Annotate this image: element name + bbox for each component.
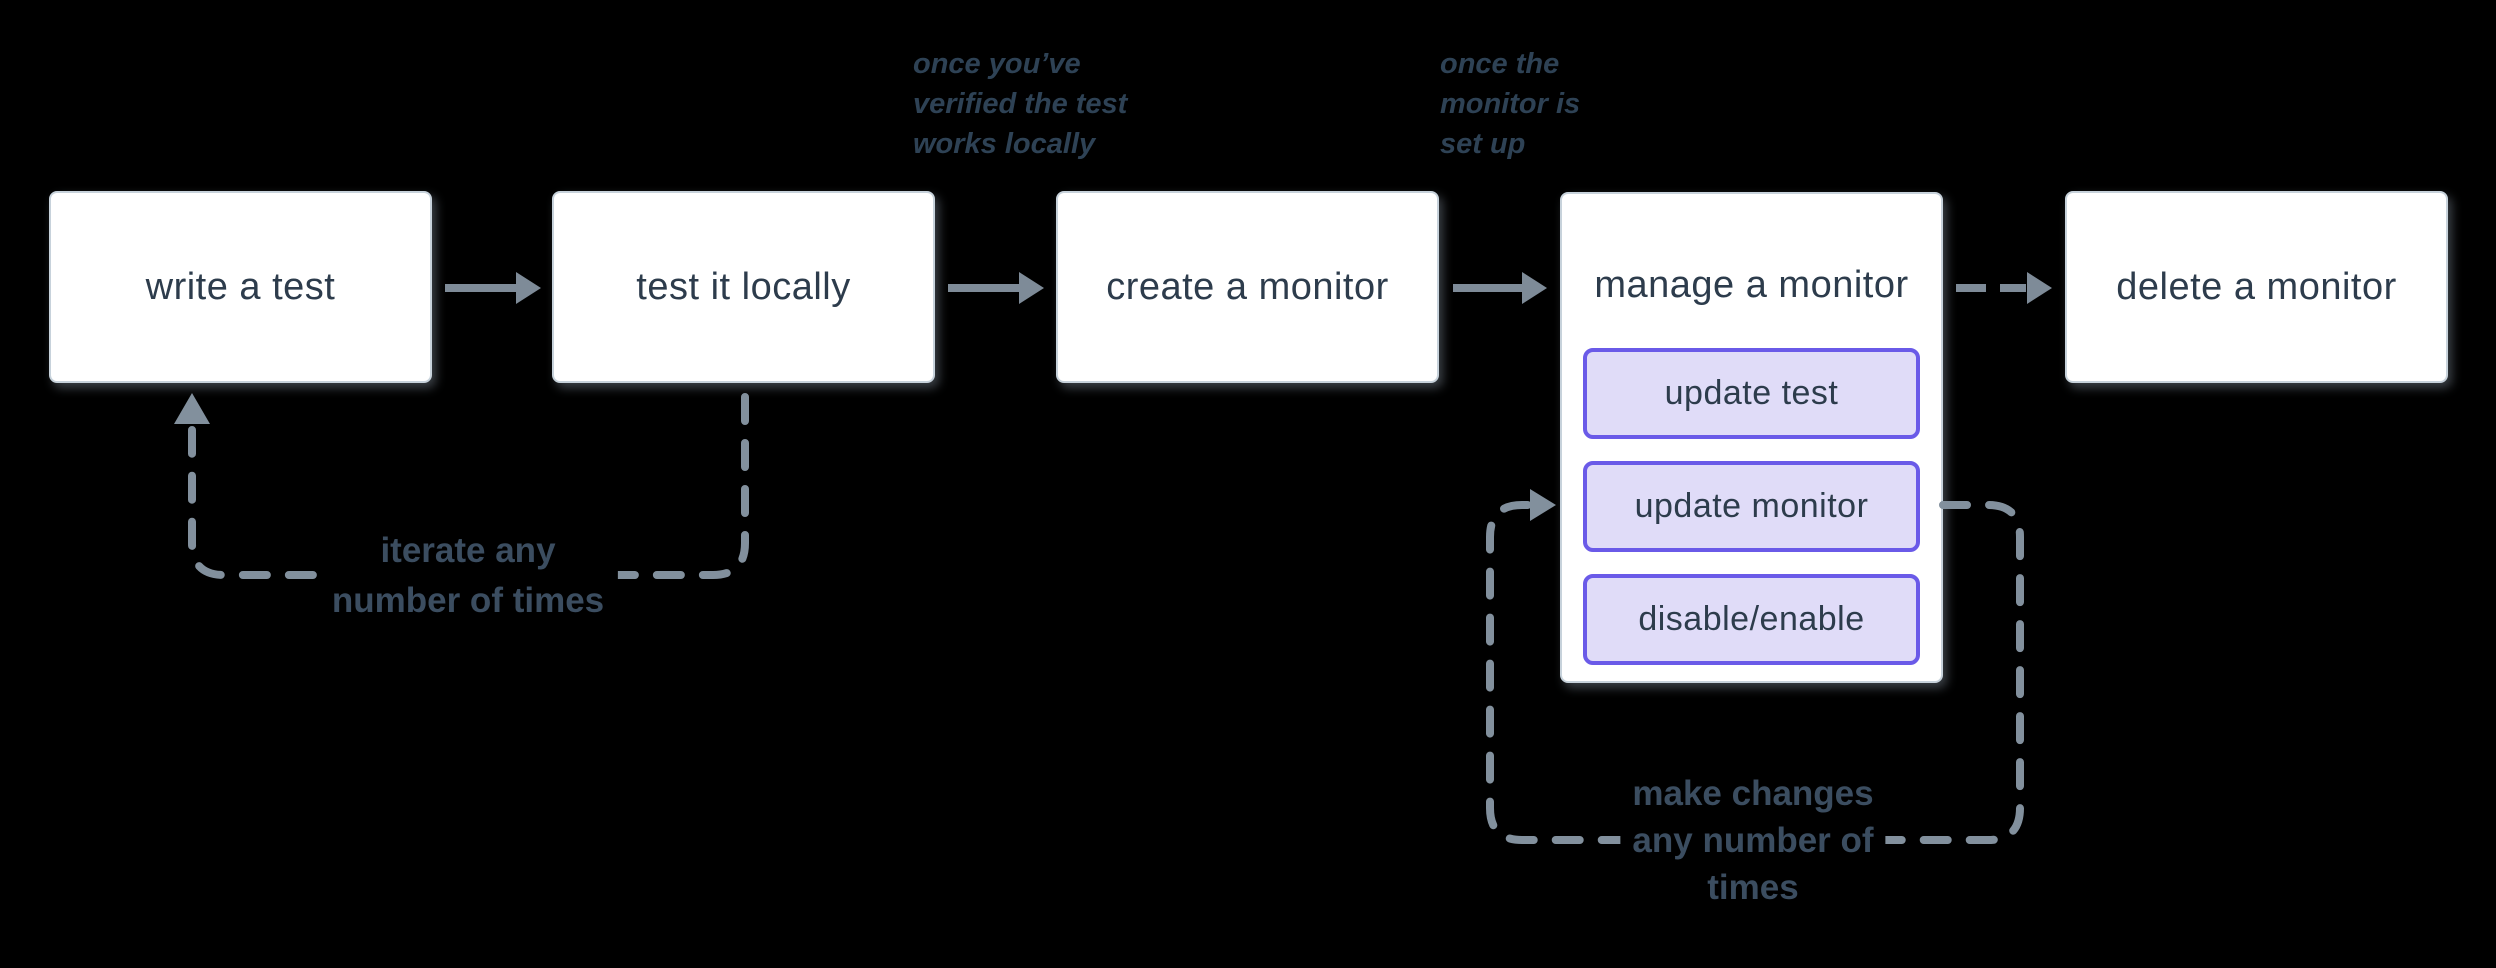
arrowhead-right-icon [1530,489,1556,521]
arrowhead-right-icon [1019,272,1044,304]
arrowhead-right-icon [2027,272,2052,304]
flow-subnode-disable-enable: disable/enable [1583,574,1920,665]
loop-label-line: iterate any [380,531,556,570]
loop-label-line: any number of [1632,821,1874,860]
flow-node-label: write a test [145,265,336,308]
flow-node-label: test it locally [636,265,851,308]
flow-node-create-a-monitor: create a monitor [1056,191,1439,383]
loop-label-line: make changes [1632,774,1874,813]
flow-node-label: delete a monitor [2116,265,2397,308]
flow-node-test-it-locally: test it locally [552,191,935,383]
annotation-verified-locally: once you’ve verified the test works loca… [913,44,1127,164]
flow-node-label: create a monitor [1106,265,1389,308]
flow-subnode-label: update test [1664,374,1839,412]
annotation-line: once the [1440,48,1560,80]
loop-label-line: number of times [331,581,605,620]
annotation-line: monitor is [1440,88,1581,120]
flow-node-write-a-test: write a test [49,191,432,383]
flow-subnode-update-test: update test [1583,348,1920,439]
arrowhead-up-icon [174,393,210,424]
flow-subnode-label: update monitor [1634,487,1869,525]
annotation-line: works locally [913,128,1096,160]
flow-node-manage-a-monitor: manage a monitor update test update moni… [1560,192,1943,683]
flow-subnode-update-monitor: update monitor [1583,461,1920,552]
annotation-line: set up [1440,128,1526,160]
annotation-monitor-set-up: once the monitor is set up [1440,44,1580,164]
flow-node-label: manage a monitor [1594,264,1909,306]
flow-node-delete-a-monitor: delete a monitor [2065,191,2448,383]
flow-subnode-label: disable/enable [1638,600,1865,638]
loop-label-line: times [1707,868,1799,907]
loop-label-iterate: iterate any number of times [317,526,619,626]
loop-label-make-changes: make changes any number of times [1620,770,1886,911]
annotation-line: once you’ve [913,48,1081,80]
arrowhead-right-icon [1522,272,1547,304]
arrowhead-right-icon [516,272,541,304]
annotation-line: verified the test [913,88,1128,120]
